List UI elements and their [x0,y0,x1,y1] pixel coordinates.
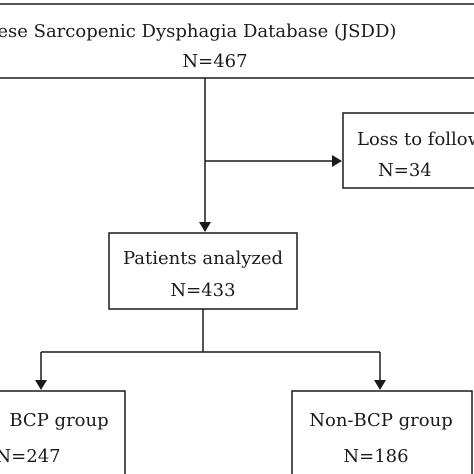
left-group-label: BCP group [9,410,108,431]
arrowhead-to-right-group [374,380,386,390]
right-group-count: N=186 [343,446,408,467]
source-box [0,3,474,79]
arrowhead-to-excluded [332,155,342,167]
left-group-box [0,390,126,474]
left-group-count: N=247 [0,446,61,467]
arrowhead-to-left-group [35,380,47,390]
right-group-label: Non-BCP group [309,410,453,431]
analyzed-label: Patients analyzed [123,248,283,269]
source-count: N=467 [182,51,247,72]
excluded-box [342,112,474,189]
analyzed-count: N=433 [170,280,235,301]
excluded-count: N=34 [378,160,432,181]
arrowhead-to-analyzed [199,222,211,232]
source-title: The Japanese Sarcopenic Dysphagia Databa… [0,21,396,42]
right-group-box [291,390,473,474]
excluded-label: Loss to follow-up [357,129,474,150]
